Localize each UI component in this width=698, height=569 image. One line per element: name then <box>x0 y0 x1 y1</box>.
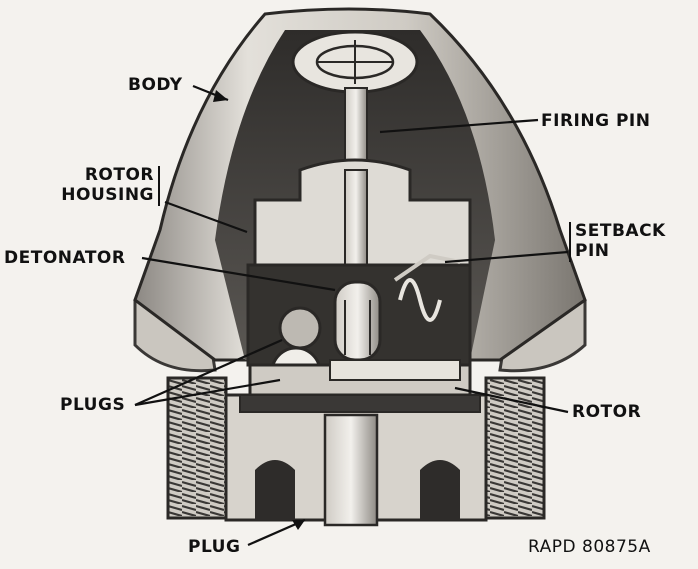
label-detonator: DETONATOR <box>4 248 126 268</box>
left-thread <box>166 376 228 520</box>
arrowheads <box>213 90 305 530</box>
leader-rotor <box>454 386 569 414</box>
label-body: BODY <box>128 75 183 95</box>
label-rotor: ROTOR <box>572 402 642 422</box>
label-plug: PLUG <box>188 537 241 557</box>
leader-lines <box>134 84 569 547</box>
leader-plugs-upper <box>134 338 283 407</box>
setback-pin-spring <box>398 278 442 322</box>
bracket-rotor-housing <box>158 166 160 206</box>
detonator-body <box>333 280 382 362</box>
leader-detonator <box>141 256 336 292</box>
lower-slot-right <box>420 460 460 520</box>
label-firing-pin: FIRING PIN <box>541 111 651 131</box>
leader-firing-pin <box>379 118 539 134</box>
leader-setback-pin <box>444 250 569 264</box>
plug-stem <box>323 413 379 527</box>
leader-rotor-housing <box>164 200 248 234</box>
lower-slot-left <box>255 460 295 520</box>
leader-plugs-lower <box>134 378 281 407</box>
plug-ball-upper <box>278 306 322 350</box>
label-setback-pin-line2: PIN <box>575 241 610 261</box>
figure-reference: RAPD 80875A <box>528 537 651 557</box>
bracket-setback-pin <box>569 222 571 262</box>
right-thread <box>484 376 546 520</box>
label-rotor-housing-line1: ROTOR <box>84 165 154 185</box>
label-setback-pin-line1: SETBACK <box>575 221 666 241</box>
label-plugs: PLUGS <box>60 395 126 415</box>
label-rotor-housing-line2: HOUSING <box>61 185 154 205</box>
